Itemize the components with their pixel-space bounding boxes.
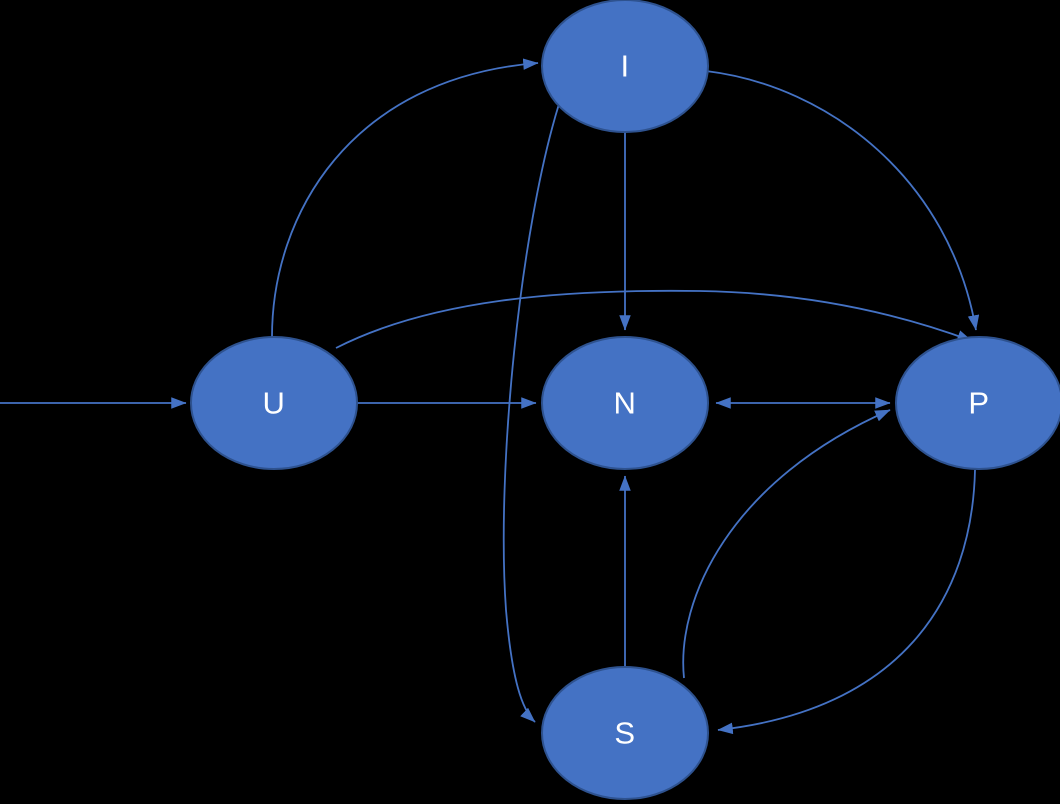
node-U-shape[interactable] <box>190 336 358 470</box>
edge-S-to-P[interactable] <box>682 409 891 679</box>
node-I-label: I <box>620 49 629 84</box>
node-N-label: N <box>614 386 637 421</box>
node-S-shape[interactable] <box>541 666 709 800</box>
node-P-shape[interactable] <box>895 336 1060 470</box>
edge-P-to-S[interactable] <box>717 469 976 735</box>
node-N[interactable]: N <box>541 336 709 470</box>
node-U-label: U <box>263 386 286 421</box>
node-P[interactable]: P <box>895 336 1060 470</box>
node-S-label: S <box>614 716 635 751</box>
edge-U-to-I[interactable] <box>271 58 539 338</box>
node-I-shape[interactable] <box>541 0 709 133</box>
node-I[interactable]: I <box>541 0 709 133</box>
edge-I-to-S[interactable] <box>502 103 560 723</box>
edge-U-to-P[interactable] <box>335 289 973 349</box>
edge-I-to-P[interactable] <box>705 70 980 331</box>
node-P-label: P <box>968 386 989 421</box>
node-N-shape[interactable] <box>541 336 709 470</box>
node-U[interactable]: U <box>190 336 358 470</box>
node-S[interactable]: S <box>541 666 709 800</box>
